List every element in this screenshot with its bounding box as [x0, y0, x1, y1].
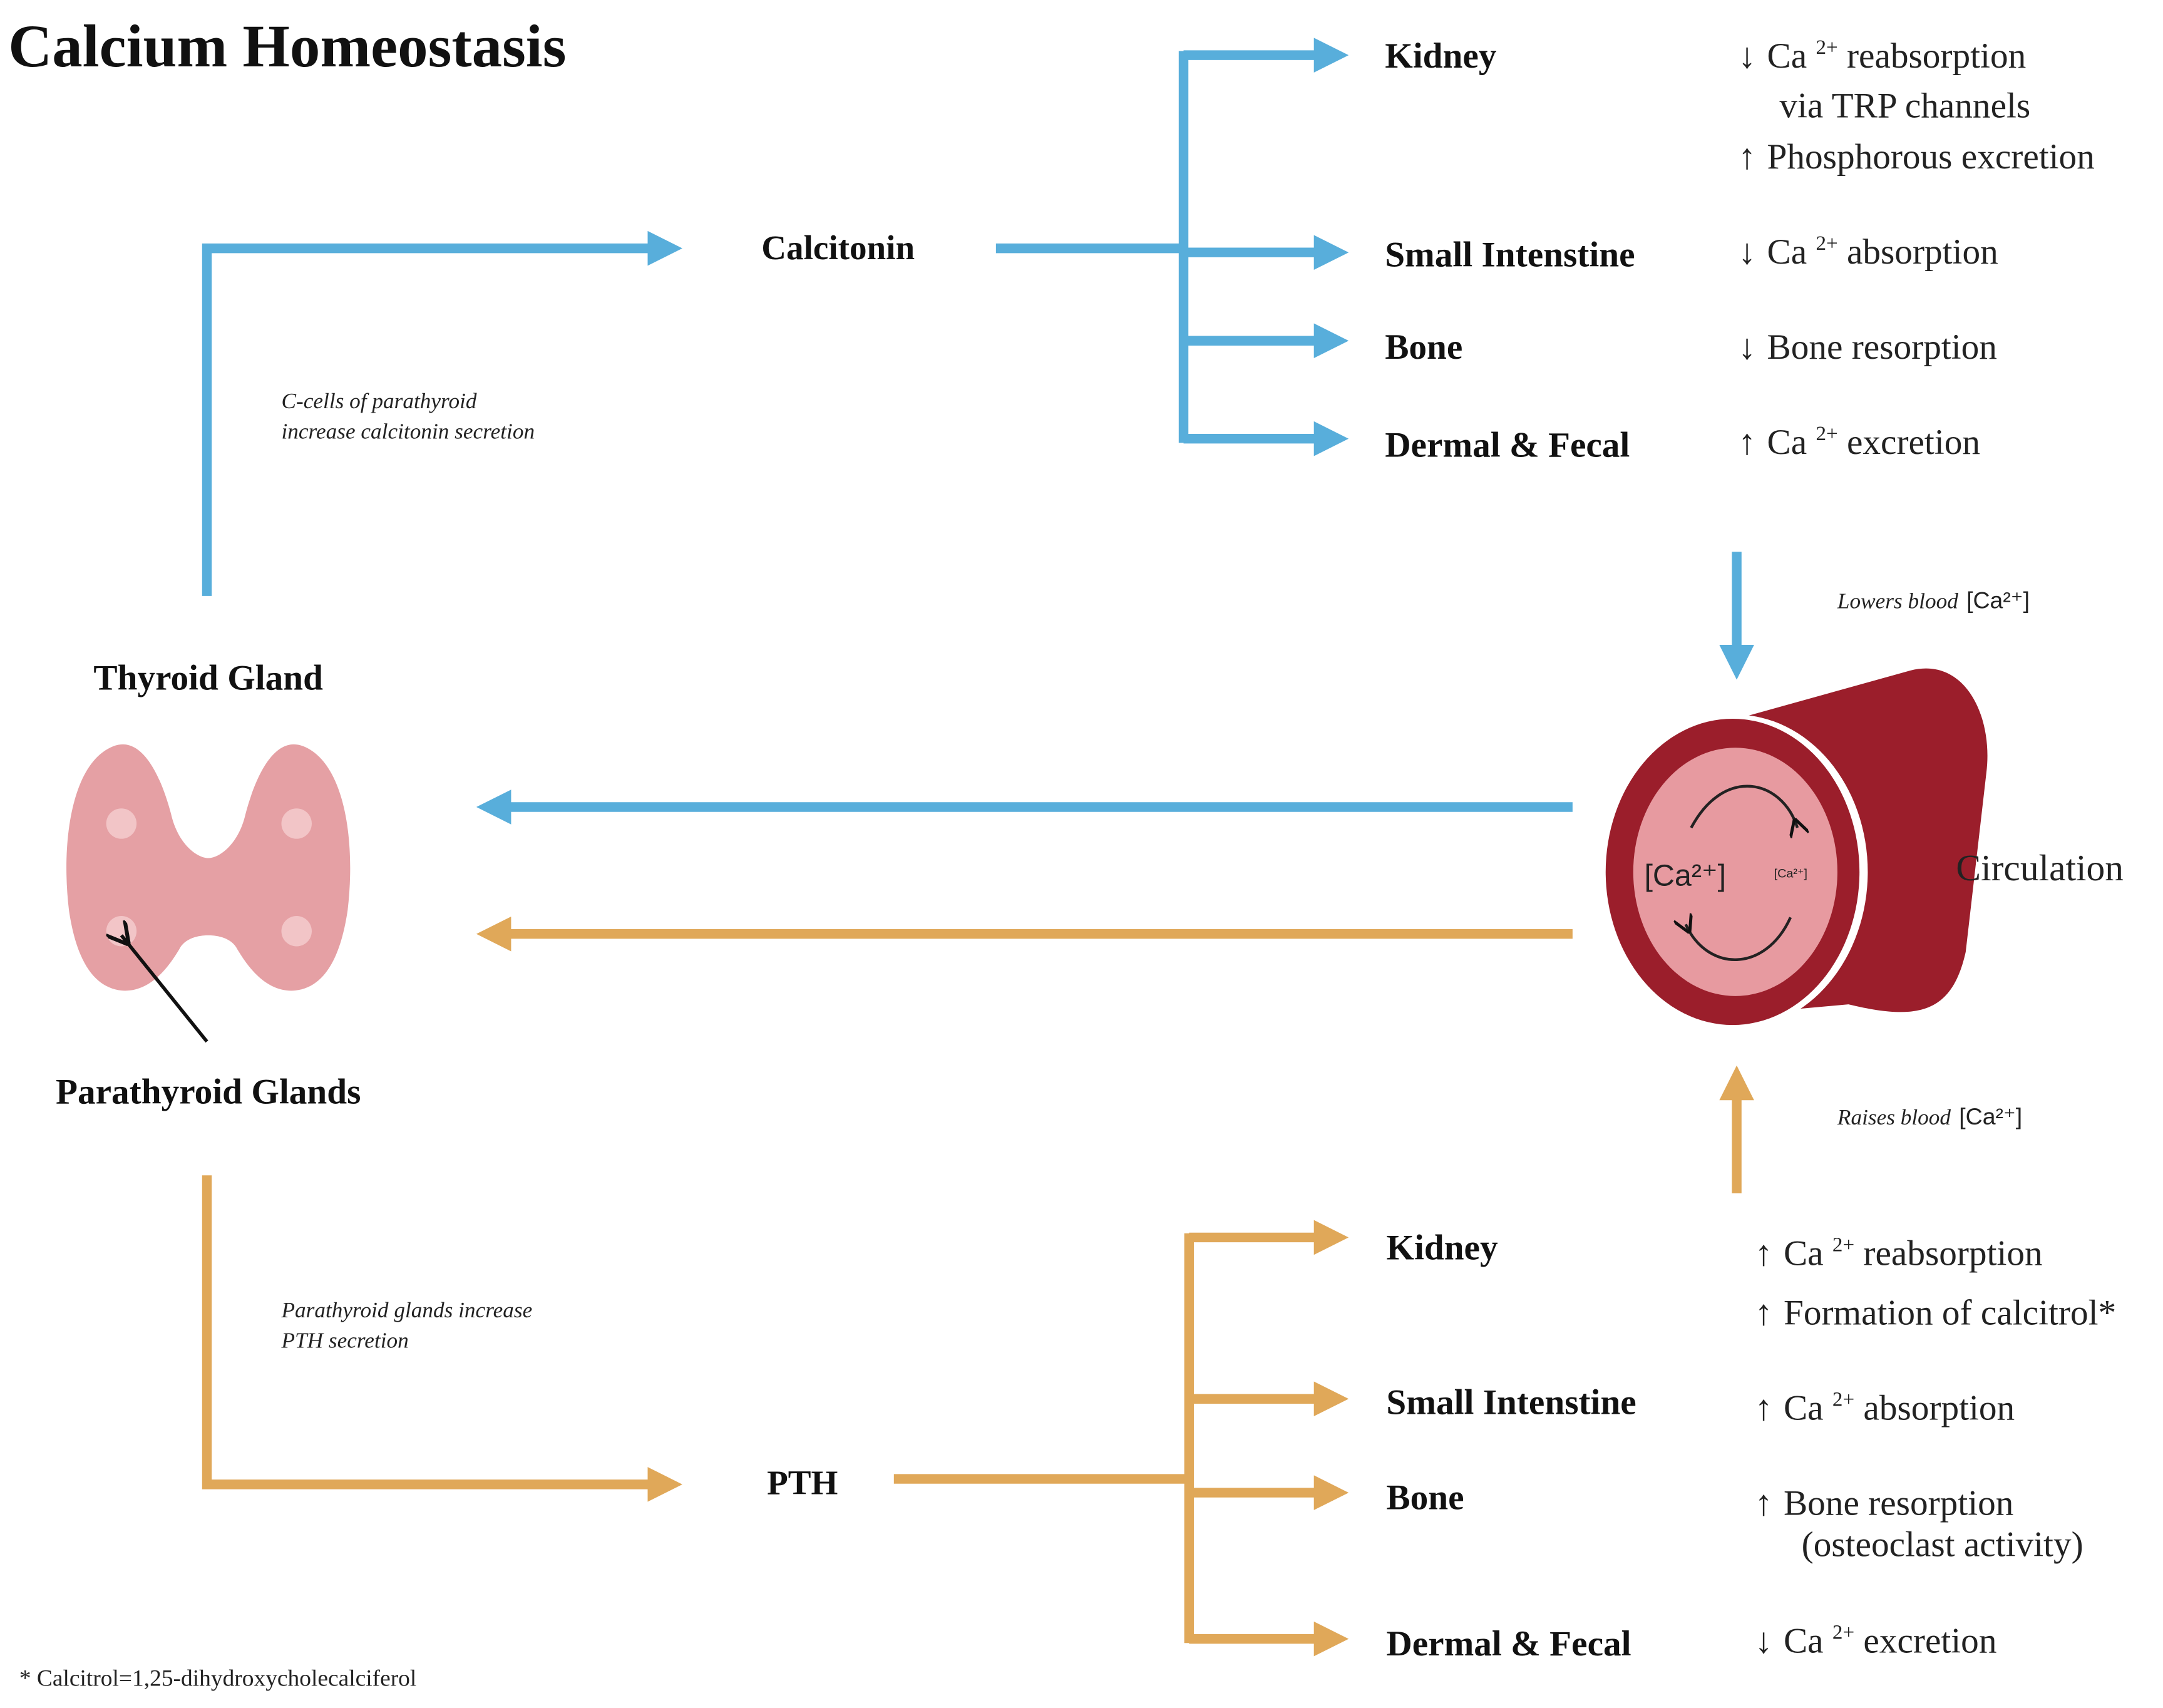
- parathyroid-pointer-arrow: [121, 935, 208, 1043]
- flow-arrow-bottom-icon: [1686, 917, 1792, 961]
- parathyroid-gland-lower-right: [281, 916, 312, 947]
- parathyroid-gland-lower-left: [106, 916, 137, 947]
- diagram-title: Calcium Homeostasis: [8, 13, 566, 80]
- calcitonin-organ-kidney: Kidney: [1385, 36, 1497, 76]
- thyroid-gland-shape: [66, 744, 351, 991]
- pth-note-line1: Parathyroid glands increase: [280, 1298, 532, 1322]
- pth-organ-bone: Bone: [1386, 1478, 1464, 1518]
- circulation-label: Circulation: [1956, 847, 2124, 888]
- lowers-blood-text: Lowers blood[Ca²⁺]: [1837, 587, 2030, 614]
- circulation-center-ca: [Ca²⁺]: [1644, 859, 1726, 893]
- calcitonin-organ-intestine: Small Intenstine: [1385, 235, 1635, 274]
- thyroid-gland-label: Thyroid Gland: [93, 659, 323, 698]
- pth-bone-effect: ↑Bone resorption: [1755, 1483, 2014, 1523]
- flow-arrow-top-icon: [1690, 785, 1797, 828]
- circulation-small-ca: [Ca²⁺]: [1774, 867, 1807, 880]
- footnote: * Calcitrol=1,25-dihydroxycholecalcifero…: [19, 1666, 416, 1692]
- pth-organ-kidney: Kidney: [1386, 1228, 1498, 1268]
- calcitonin-note-line1: C-cells of parathyroid: [281, 389, 476, 413]
- parathyroid-gland-upper-right: [281, 808, 312, 839]
- thyroid-to-calcitonin-arrow: [202, 230, 682, 596]
- calcitonin-organ-dermal: Dermal & Fecal: [1385, 425, 1630, 465]
- pth-bone-effect-line2: (osteoclast activity): [1802, 1525, 2083, 1564]
- calcitonin-bone-effect: ↓Bone resorption: [1738, 327, 1997, 367]
- pth-intestine-effect: ↑Ca 2+ absorption: [1755, 1388, 2015, 1428]
- pth-pathway: PTH Parathyroid glands increase PTH secr…: [202, 1065, 2116, 1664]
- calcitonin-pathway: Calcitonin C-cells of parathyroid increa…: [202, 36, 2095, 680]
- raises-blood-text: Raises blood[Ca²⁺]: [1837, 1103, 2022, 1129]
- parathyroid-glands-label: Parathyroid Glands: [56, 1073, 361, 1112]
- calcitonin-kidney-effect2: ↑Phosphorous excretion: [1738, 137, 2095, 177]
- pth-note-line2: PTH secretion: [280, 1329, 408, 1353]
- calcitonin-intestine-effect: ↓Ca 2+ absorption: [1738, 232, 1998, 272]
- pth-organ-intestine: Small Intenstine: [1386, 1382, 1636, 1422]
- pth-label: PTH: [767, 1463, 838, 1501]
- calcitonin-note-line2: increase calcitonin secretion: [281, 419, 535, 444]
- blood-vessel: [Ca²⁺] [Ca²⁺] Circulation: [1603, 668, 2124, 1029]
- calcitonin-dermal-effect: ↑Ca 2+ excretion: [1738, 423, 1980, 462]
- calcitonin-organ-bone: Bone: [1385, 327, 1462, 367]
- parathyroid-gland-upper-left: [106, 808, 137, 839]
- parathyroid-to-pth-arrow: [202, 1175, 682, 1502]
- pth-kidney-effect1: ↑Ca 2+ reabsorption: [1755, 1233, 2043, 1273]
- pth-dermal-effect: ↓Ca 2+ excretion: [1755, 1622, 1997, 1661]
- pth-organ-dermal: Dermal & Fecal: [1386, 1624, 1631, 1664]
- calcitonin-kidney-effect1: ↓Ca 2+ reabsorption: [1738, 36, 2026, 76]
- calcitonin-kidney-effect1-line2: via TRP channels: [1779, 86, 2030, 125]
- pth-kidney-effect2: ↑Formation of calcitrol*: [1755, 1293, 2116, 1332]
- thyroid-group: Thyroid Gland Parathyroid Glands: [56, 659, 361, 1112]
- calcitonin-label: Calcitonin: [761, 229, 915, 267]
